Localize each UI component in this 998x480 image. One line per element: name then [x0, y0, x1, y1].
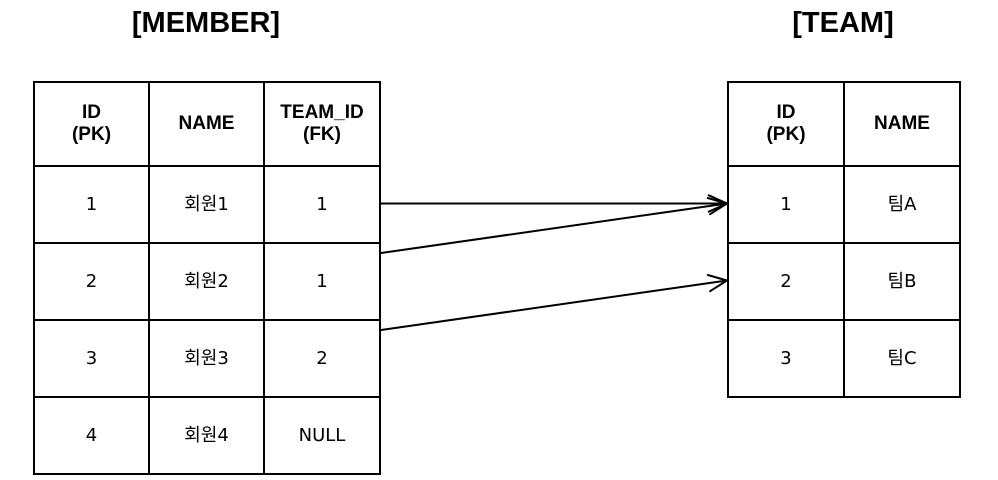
- team-row: 1 팀A: [727, 165, 961, 244]
- team-cell-name: 팀A: [843, 165, 961, 244]
- team-row: 2 팀B: [727, 242, 961, 321]
- member-table: ID (PK) NAME TEAM_ID (FK) 1 회원1 1 2 회원2 …: [33, 81, 381, 475]
- member-row: 2 회원2 1: [33, 242, 381, 321]
- member-cell-team-id: 1: [263, 165, 381, 244]
- member-header-id: ID (PK): [33, 81, 150, 167]
- member-row: 4 회원4 NULL: [33, 396, 381, 475]
- member-cell-name: 회원3: [148, 319, 265, 398]
- member-cell-id: 4: [33, 396, 150, 475]
- team-header-row: ID (PK) NAME: [727, 81, 961, 167]
- member-cell-team-id: 2: [263, 319, 381, 398]
- member-cell-name: 회원4: [148, 396, 265, 475]
- member-row: 1 회원1 1: [33, 165, 381, 244]
- team-cell-id: 1: [727, 165, 845, 244]
- team-header-name: NAME: [843, 81, 961, 167]
- member-cell-id: 1: [33, 165, 150, 244]
- member-cell-name: 회원2: [148, 242, 265, 321]
- team-table: ID (PK) NAME 1 팀A 2 팀B 3 팀C: [727, 81, 961, 398]
- member-table-title: [MEMBER]: [131, 7, 281, 39]
- team-table-title: [TEAM]: [792, 7, 894, 39]
- member-header-name: NAME: [148, 81, 265, 167]
- member-cell-id: 2: [33, 242, 150, 321]
- member-cell-team-id: 1: [263, 242, 381, 321]
- relation-line: [380, 279, 728, 331]
- arrowhead-icon: [706, 197, 730, 216]
- team-cell-id: 3: [727, 319, 845, 398]
- arrowhead-icon: [706, 274, 730, 293]
- team-row: 3 팀C: [727, 319, 961, 398]
- member-header-team-id: TEAM_ID (FK): [263, 81, 381, 167]
- member-cell-id: 3: [33, 319, 150, 398]
- member-row: 3 회원3 2: [33, 319, 381, 398]
- arrowhead-icon: [707, 194, 730, 213]
- member-header-row: ID (PK) NAME TEAM_ID (FK): [33, 81, 381, 167]
- member-cell-name: 회원1: [148, 165, 265, 244]
- team-cell-name: 팀B: [843, 242, 961, 321]
- team-cell-id: 2: [727, 242, 845, 321]
- member-cell-team-id: NULL: [263, 396, 381, 475]
- relation-line: [380, 202, 728, 254]
- team-header-id: ID (PK): [727, 81, 845, 167]
- team-cell-name: 팀C: [843, 319, 961, 398]
